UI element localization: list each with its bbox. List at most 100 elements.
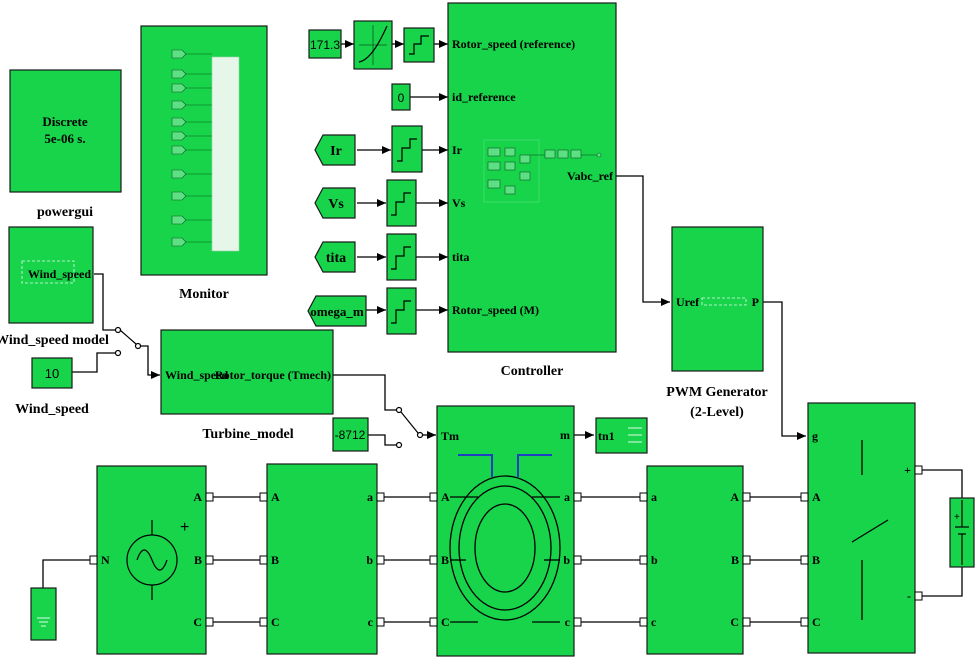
wind-speed-caption: Wind_speed [15,402,89,417]
vi-measurement-block-2[interactable]: a b c A B C [646,465,744,655]
wind-manual-switch[interactable] [114,326,142,357]
from-tag-tita[interactable]: tita [314,241,356,273]
from-tag-ir[interactable]: Ir [314,134,356,166]
controller-caption: Controller [501,364,564,379]
torque-value: -8712 [335,428,366,442]
source-port-c: C [193,615,202,629]
turbine-port-out: Rotor_torque (Tmech) [215,368,331,382]
universal-bridge-block[interactable]: g A B C + - [807,402,916,654]
id-ref-constant[interactable]: 0 [391,83,411,111]
controller-internal-icon [483,139,602,203]
dc-voltage-source-block[interactable]: + [949,497,975,568]
machine-port-c: c [565,615,571,629]
powergui-line2: 5e-06 s. [44,131,85,146]
controller-in-4: Vs [452,196,466,210]
monitor-inport-icons [171,49,212,247]
meas2-port-B: B [731,553,739,567]
controller-in-5: tita [452,250,469,264]
pwm-internal-icon [701,297,747,306]
meas1-port-B: B [271,553,279,567]
machine-port-b: b [563,553,570,567]
controller-in-6: Rotor_speed (M) [452,303,539,317]
machine-port-m: m [560,428,570,442]
tag-vs: Vs [328,197,344,212]
asynchronous-machine-block[interactable]: Tm m A B C a b c [436,405,575,657]
signal-wires [42,40,963,623]
monitor-caption: Monitor [179,287,229,302]
ground-icon [37,617,50,627]
ramp-lookup-block[interactable] [353,20,393,70]
scope-tn1-block[interactable]: tn1 [595,417,648,454]
machine-stator-icon [449,454,561,623]
machine-port-C: C [441,615,450,629]
wind-speed-model-block[interactable]: Wind_speed [8,226,94,324]
source-port-n: N [101,553,110,567]
bridge-port-C: C [812,615,821,629]
ground-block[interactable] [30,587,57,641]
meas1-port-C: C [271,615,280,629]
pwm-caption-1: PWM Generator [666,385,767,400]
bridge-switch-icon [851,440,889,620]
pwm-caption-2: (2-Level) [690,405,744,420]
meas1-port-b: b [366,553,373,567]
meas1-port-c: c [368,615,374,629]
battery-plus: + [954,512,960,523]
from-tag-vs[interactable]: Vs [314,187,356,219]
zoh-block-tita[interactable] [386,233,417,281]
pwm-port-out: P [752,295,759,309]
meas2-port-A: A [730,490,739,504]
source-port-a: A [193,490,202,504]
torque-constant-block[interactable]: -8712 [332,417,369,452]
monitor-block[interactable] [140,25,268,276]
machine-port-a: a [564,490,570,504]
zoh-block-speed-ref[interactable] [403,27,435,63]
turbine-model-block[interactable]: Wind_speed Rotor_torque (Tmech) [160,329,334,415]
pwm-generator-block[interactable]: Uref P [671,226,764,372]
powergui-line1: Discrete [42,114,87,129]
controller-in-3: Ir [452,143,463,157]
bridge-port-g: g [812,429,818,443]
speed-ref-constant[interactable]: 171.3 [308,29,342,59]
battery-icon [955,500,969,565]
tag-omega: omega_m [310,304,364,319]
tag-tita: tita [326,251,346,266]
meas1-port-A: A [271,490,280,504]
controller-block[interactable]: Rotor_speed (reference) id_reference Ir … [447,2,617,353]
turbine-caption: Turbine_model [202,427,293,442]
monitor-bus-bar [211,56,240,252]
machine-port-B: B [441,553,449,567]
source-plus: + [180,519,189,536]
from-tag-omega[interactable]: omega_m [307,295,367,327]
wind-model-internal-icon [21,260,75,284]
zoh-block-ir[interactable] [391,125,423,173]
powergui-caption: powergui [37,205,93,220]
three-phase-source-block[interactable]: + N A B C [96,465,207,655]
controller-in-1: Rotor_speed (reference) [452,37,575,51]
meas2-port-C: C [730,615,739,629]
bridge-port-plus: + [904,463,911,477]
port-connectors [89,465,923,627]
tag-ir: Ir [330,144,342,159]
turbine-port-in: Wind_speed [165,368,228,382]
machine-port-A: A [441,490,450,504]
bridge-port-A: A [812,490,821,504]
meas1-port-a: a [367,490,373,504]
controller-out: Vabc_ref [567,169,614,183]
meas2-port-c: c [651,615,657,629]
bridge-port-minus: - [907,589,911,603]
bridge-port-B: B [812,553,820,567]
controller-in-2: id_reference [452,90,516,104]
powergui-block[interactable]: Discrete 5e-06 s. [9,69,122,193]
vi-measurement-block-1[interactable]: A B C a b c [266,463,378,655]
zoh-block-vs[interactable] [386,179,417,227]
meas2-port-a: a [651,490,657,504]
speed-ref-value: 171.3 [310,38,340,52]
wind-speed-model-caption: Wind_speed model [0,333,109,348]
torque-manual-switch[interactable] [395,406,424,449]
source-port-b: B [194,553,202,567]
zoh-block-omega[interactable] [386,287,417,335]
wind-speed-constant-block[interactable]: 10 [31,357,73,389]
wind-speed-value: 10 [45,366,59,381]
scope-tag: tn1 [598,429,615,443]
